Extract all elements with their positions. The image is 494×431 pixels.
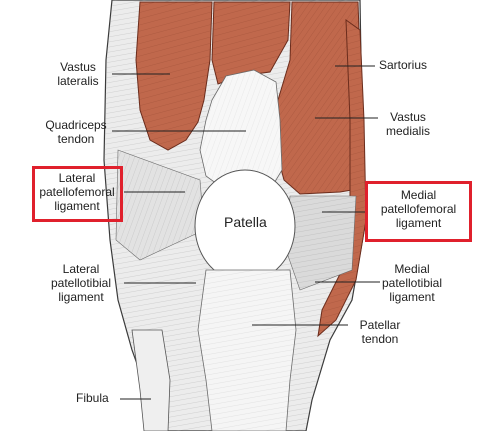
label-patellar-tendon: Patellar tendon xyxy=(359,318,401,346)
leader-lines xyxy=(112,65,380,400)
label-patella: Patella xyxy=(224,214,267,230)
label-sartorius: Sartorius xyxy=(379,58,428,72)
label-lateral-patellotibial-ligament: Lateral patellotibial ligament xyxy=(50,262,112,304)
label-vastus-lateralis: Vastus lateralis xyxy=(57,60,99,88)
label-lateral-patellofemoral-ligament: Lateral patellofemoral ligament xyxy=(39,171,115,213)
label-fibula: Fibula xyxy=(76,391,109,405)
label-quadriceps-tendon: Quadriceps tendon xyxy=(45,118,107,146)
highlight-box-lateral-patellofemoral xyxy=(32,166,123,222)
label-medial-patellofemoral-ligament: Medial patellofemoral ligament xyxy=(380,188,457,230)
highlight-box-medial-patellofemoral xyxy=(365,181,472,242)
label-vastus-medialis: Vastus medialis xyxy=(385,110,430,138)
label-medial-patellotibial-ligament: Medial patellotibial ligament xyxy=(381,262,443,304)
fibula-bone xyxy=(131,329,171,431)
